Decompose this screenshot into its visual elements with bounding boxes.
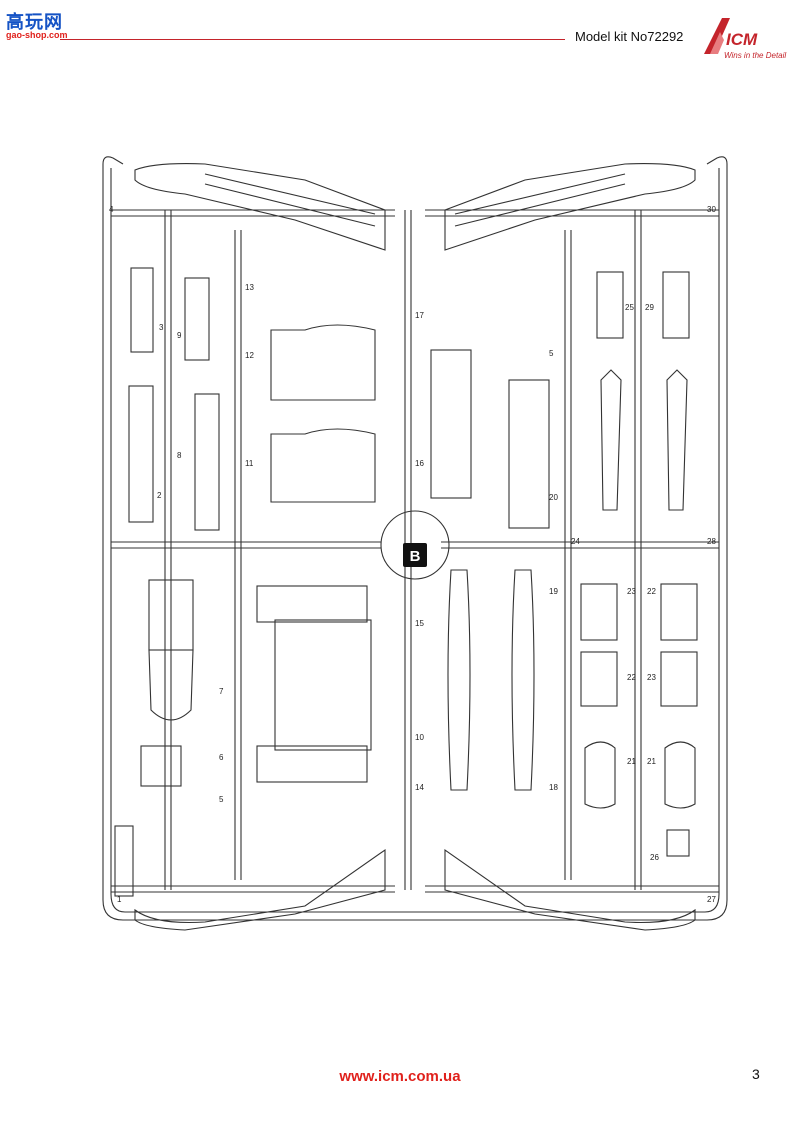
part-number: 17 — [415, 311, 424, 320]
watermark: 高玩网 gao-shop.com — [6, 8, 70, 42]
part-number-labels: 4 30 3 9 13 12 11 2 8 17 16 5 20 25 29 2… — [109, 205, 716, 904]
part-number: 7 — [219, 687, 224, 696]
logo-brand: ICM — [726, 30, 758, 49]
part-number: 18 — [549, 783, 558, 792]
part-number: 30 — [707, 205, 716, 214]
page-number: 3 — [752, 1066, 760, 1082]
part-number: 26 — [650, 853, 659, 862]
part-number: 9 — [177, 331, 182, 340]
sprue-letter: B — [410, 548, 421, 565]
part-number: 21 — [647, 757, 656, 766]
part-number: 5 — [219, 795, 224, 804]
part-number: 22 — [627, 673, 636, 682]
part-number: 24 — [571, 537, 580, 546]
part-number: 20 — [549, 493, 558, 502]
header-rule — [60, 39, 565, 40]
part-number: 12 — [245, 351, 254, 360]
sprue-letter-badge: B — [385, 525, 445, 585]
part-number: 27 — [707, 895, 716, 904]
part-number: 11 — [245, 459, 254, 468]
part-number: 16 — [415, 459, 424, 468]
part-number: 1 — [117, 895, 122, 904]
part-number: 23 — [627, 587, 636, 596]
part-number: 6 — [219, 753, 224, 762]
logo-tagline: Wins in the Detail — [724, 51, 787, 60]
part-number: 21 — [627, 757, 636, 766]
part-number: 5 — [549, 349, 554, 358]
part-number: 2 — [157, 491, 162, 500]
icm-logo: ICM Wins in the Detail — [700, 14, 786, 62]
footer-url[interactable]: www.icm.com.ua — [339, 1068, 461, 1085]
part-number: 15 — [415, 619, 424, 628]
watermark-main: 高玩网 — [6, 12, 63, 32]
part-number: 14 — [415, 783, 424, 792]
part-number: 4 — [109, 205, 114, 214]
part-number: 23 — [647, 673, 656, 682]
part-number: 8 — [177, 451, 182, 460]
part-number: 10 — [415, 733, 424, 742]
part-number: 29 — [645, 303, 654, 312]
icm-logo-icon — [704, 18, 730, 54]
part-number: 28 — [707, 537, 716, 546]
part-number: 22 — [647, 587, 656, 596]
part-number: 25 — [625, 303, 634, 312]
part-number: 3 — [159, 323, 164, 332]
part-number: 19 — [549, 587, 558, 596]
watermark-sub: gao-shop.com — [6, 30, 68, 40]
part-number: 13 — [245, 283, 254, 292]
model-kit-number: Model kit No72292 — [575, 29, 684, 44]
